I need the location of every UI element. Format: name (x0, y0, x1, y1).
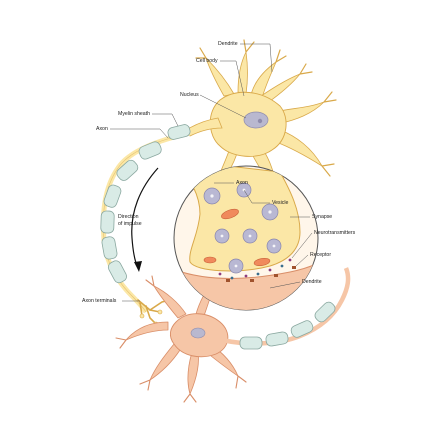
label-direction-of-impulse: Direction of impulse (118, 214, 142, 227)
receptors (226, 266, 296, 282)
label-dendrite-top: Dendrite (218, 41, 273, 73)
svg-text:Synapse: Synapse (312, 214, 332, 220)
svg-text:Dendrite: Dendrite (218, 41, 238, 47)
label-synapse: Synapse (290, 214, 332, 220)
label-myelin-sheath: Myelin sheath (118, 111, 179, 127)
svg-text:Neurotransmitters: Neurotransmitters (314, 230, 356, 236)
label-neurotransmitters: Neurotransmitters (291, 230, 356, 259)
upper-nucleolus (257, 118, 263, 124)
myelin-sheath-segments (100, 124, 191, 284)
axon-hillock (185, 117, 223, 137)
svg-text:Axon: Axon (236, 180, 248, 186)
label-inset-axon: Axon (214, 180, 248, 186)
svg-text:Direction: Direction (118, 214, 139, 220)
label-cell-body: Cell body (196, 58, 245, 97)
direction-arrowhead (134, 261, 142, 272)
svg-text:Myelin sheath: Myelin sheath (118, 111, 150, 117)
label-axon: Axon (96, 126, 169, 139)
label-axon-terminals: Axon terminals (82, 298, 140, 304)
svg-text:Vesicle: Vesicle (272, 200, 289, 206)
svg-text:Axon: Axon (96, 126, 108, 132)
label-inset-dendrite: Dendrite (269, 279, 322, 289)
label-nucleus: Nucleus (180, 92, 247, 119)
svg-text:of impulse: of impulse (118, 221, 142, 227)
lower-neuron-dendrites (125, 279, 239, 395)
axon-terminals (137, 299, 171, 325)
lower-myelin-segments (239, 301, 336, 350)
svg-text:Cell body: Cell body (196, 58, 218, 64)
neurotransmitter-dots (218, 258, 292, 280)
svg-text:Axon terminals: Axon terminals (82, 298, 117, 304)
svg-text:Dendrite: Dendrite (302, 279, 322, 285)
direction-arrow (131, 167, 159, 269)
lower-nucleus (190, 327, 206, 339)
upper-neuron-dendrites (205, 51, 325, 193)
label-vesicle: Vesicle (243, 189, 289, 206)
upper-nucleus (243, 111, 269, 129)
label-receptor: Receptor (295, 252, 331, 267)
svg-text:Nucleus: Nucleus (180, 92, 199, 98)
svg-text:Receptor: Receptor (310, 252, 331, 258)
